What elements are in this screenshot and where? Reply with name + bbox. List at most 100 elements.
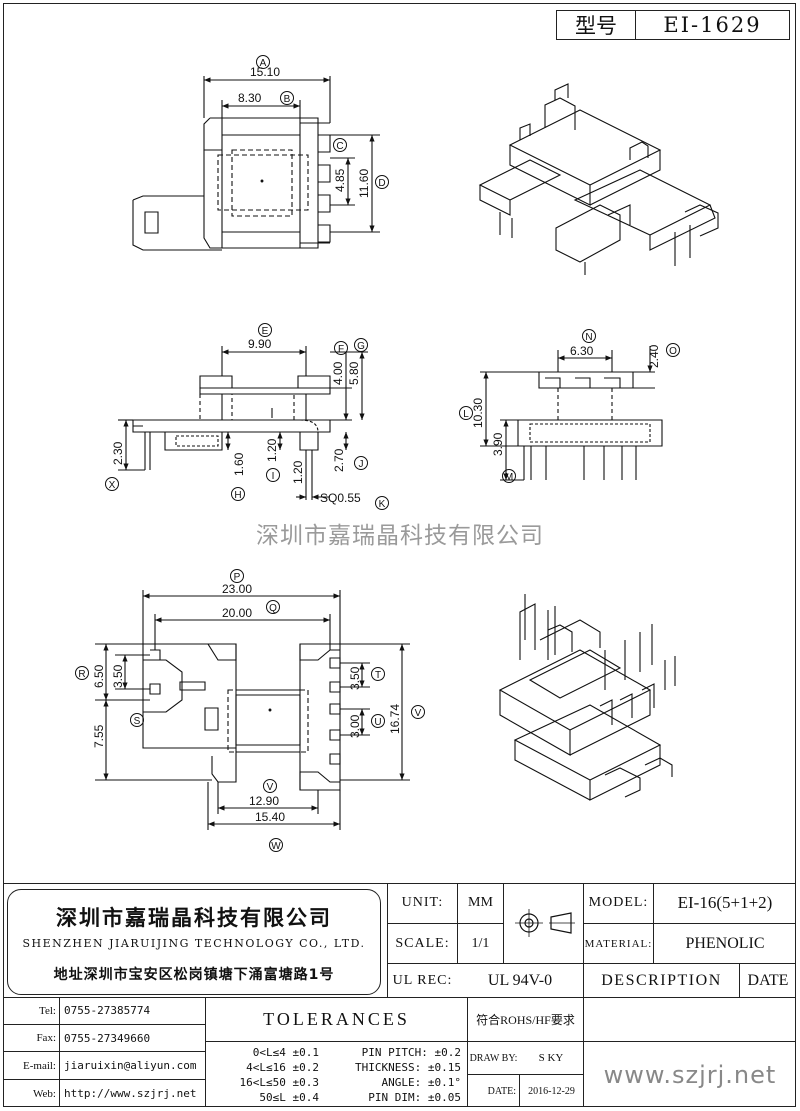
- model-header: 型号 EI-1629: [556, 10, 790, 40]
- callout-h: H: [231, 487, 245, 501]
- svg-text:D: D: [378, 178, 385, 189]
- callout-m: M: [502, 469, 516, 483]
- svg-text:B: B: [284, 94, 291, 105]
- scale-label: SCALE:: [387, 923, 457, 963]
- blank-description: [583, 997, 796, 1041]
- description-header: DESCRIPTION: [583, 963, 739, 997]
- dim-h-value: 1.60: [232, 452, 246, 476]
- svg-text:M: M: [505, 472, 513, 483]
- callout-b: B: [280, 91, 294, 105]
- svg-text:Q: Q: [269, 603, 277, 614]
- company-name-cn: 深圳市嘉瑞晶科技有限公司: [56, 906, 332, 930]
- top-view: [132, 76, 380, 251]
- svg-text:H: H: [234, 490, 241, 501]
- rohs-note: 符合ROHS/HF要求: [467, 997, 583, 1041]
- isometric-view-bottom: [498, 594, 676, 801]
- date-label: DATE:: [467, 1074, 519, 1107]
- model-header-value: EI-1629: [663, 13, 762, 37]
- tolerance-row: THICKNESS: ±0.15: [355, 1060, 461, 1074]
- svg-text:W: W: [271, 841, 281, 852]
- callout-g: G: [354, 338, 368, 352]
- svg-text:A: A: [260, 58, 267, 69]
- svg-text:I: I: [272, 471, 275, 482]
- dim-u-value: 3.00: [348, 714, 362, 738]
- dim-n-value: 6.30: [570, 344, 594, 358]
- svg-text:N: N: [585, 332, 592, 343]
- dim-l-value: 10.30: [471, 398, 485, 428]
- svg-text:U: U: [374, 717, 381, 728]
- svg-text:X: X: [109, 480, 116, 491]
- dim-k-value: SQ0.55: [320, 491, 361, 505]
- dim-s-value: 7.55: [92, 724, 106, 748]
- contact-web-value: http://www.szjrj.net: [59, 1079, 205, 1107]
- company-address: 地址深圳市宝安区松岗镇塘下涌富塘路1号: [53, 967, 335, 983]
- unit-label: UNIT:: [387, 883, 457, 923]
- callout-k: K: [375, 496, 389, 510]
- svg-text:L: L: [463, 409, 469, 420]
- tolerances-length: 0<L≤4 ±0.1 4<L≤16 ±0.2 16<L≤50 ±0.3 50≤L…: [205, 1041, 323, 1107]
- callout-e: E: [258, 323, 272, 337]
- dim-q-value: 20.00: [222, 606, 252, 620]
- svg-text:O: O: [669, 346, 677, 357]
- callout-j: J: [354, 456, 368, 470]
- contact-tel-value: 0755-27385774: [59, 997, 205, 1024]
- watermark: 深圳市嘉瑞晶科技有限公司: [256, 523, 544, 549]
- drawn-by-value: S KY: [519, 1041, 583, 1074]
- dim-p-value: 23.00: [222, 582, 252, 596]
- callout-f: F: [334, 341, 348, 355]
- contact-web-label: Web:: [3, 1079, 59, 1107]
- dim-g-value: 5.80: [347, 361, 361, 385]
- tolerance-row: PIN DIM: ±0.05: [368, 1090, 461, 1104]
- material-value: PHENOLIC: [653, 923, 796, 963]
- model-label: MODEL:: [583, 883, 653, 923]
- svg-text:R: R: [78, 669, 85, 680]
- dim-t-value: 3.50: [348, 666, 362, 690]
- dim-d-value: 11.60: [357, 169, 371, 198]
- dim-r2-value: 3.50: [111, 664, 125, 688]
- callout-w: W: [269, 838, 283, 852]
- date-value: 2016-12-29: [519, 1074, 583, 1107]
- dim-v-value: 16.74: [388, 704, 402, 734]
- svg-text:S: S: [134, 716, 141, 727]
- title-block: 深圳市嘉瑞晶科技有限公司 SHENZHEN JIARUIJING TECHNOL…: [3, 883, 796, 1107]
- dim-r-value: 6.50: [92, 664, 106, 688]
- tolerance-row: 0<L≤4 ±0.1: [252, 1045, 319, 1059]
- svg-text:T: T: [375, 670, 381, 681]
- contact-fax-label: Fax:: [3, 1024, 59, 1051]
- contact-email-label: E-mail:: [3, 1051, 59, 1079]
- callout-v-bottom: V: [263, 779, 277, 793]
- dim-a-value: 15.10: [250, 65, 280, 79]
- drawn-by-label: DRAW BY:: [467, 1041, 519, 1074]
- dim-e-value: 9.90: [248, 337, 272, 351]
- front-view: [118, 346, 368, 500]
- svg-text:E: E: [262, 326, 269, 337]
- technical-drawing: 15.10 8.30 4.85 11.60 9.90 4.00 5.80 2.3…: [75, 55, 719, 852]
- callout-d: D: [375, 175, 389, 189]
- dimension-labels: 15.10 8.30 4.85 11.60 9.90 4.00 5.80 2.3…: [92, 65, 661, 824]
- drawing-frame: [3, 3, 796, 1107]
- model-header-label: 型号: [557, 11, 636, 39]
- contact-email-value: jiaruixin@aliyun.com: [59, 1051, 205, 1079]
- svg-text:J: J: [359, 459, 364, 470]
- callout-i: I: [266, 468, 280, 482]
- svg-text:F: F: [338, 344, 344, 355]
- dim-j-value: 2.70: [332, 448, 346, 472]
- side-view: [480, 346, 663, 481]
- projection-symbol-icon: [514, 909, 575, 937]
- dim-w-value: 15.40: [255, 810, 285, 824]
- company-box: 深圳市嘉瑞晶科技有限公司 SHENZHEN JIARUIJING TECHNOL…: [7, 889, 381, 995]
- callout-r: R: [75, 666, 89, 680]
- ul-value: UL 94V-0: [457, 963, 583, 997]
- callout-a: A: [256, 55, 270, 69]
- projection-symbol: [503, 883, 583, 963]
- dim-b-value: 8.30: [238, 91, 262, 105]
- tolerance-row: PIN PITCH: ±0.2: [361, 1045, 461, 1059]
- tolerance-row: 4<L≤16 ±0.2: [246, 1060, 319, 1074]
- material-label: MATERIAL:: [583, 923, 653, 963]
- tolerances-other: PIN PITCH: ±0.2 THICKNESS: ±0.15 ANGLE: …: [323, 1041, 467, 1107]
- callout-s: S: [130, 713, 144, 727]
- isometric-view-top: [478, 83, 719, 275]
- ul-label: UL REC:: [387, 963, 457, 997]
- callout-n: N: [582, 329, 596, 343]
- dim-x-value: 2.30: [111, 441, 125, 465]
